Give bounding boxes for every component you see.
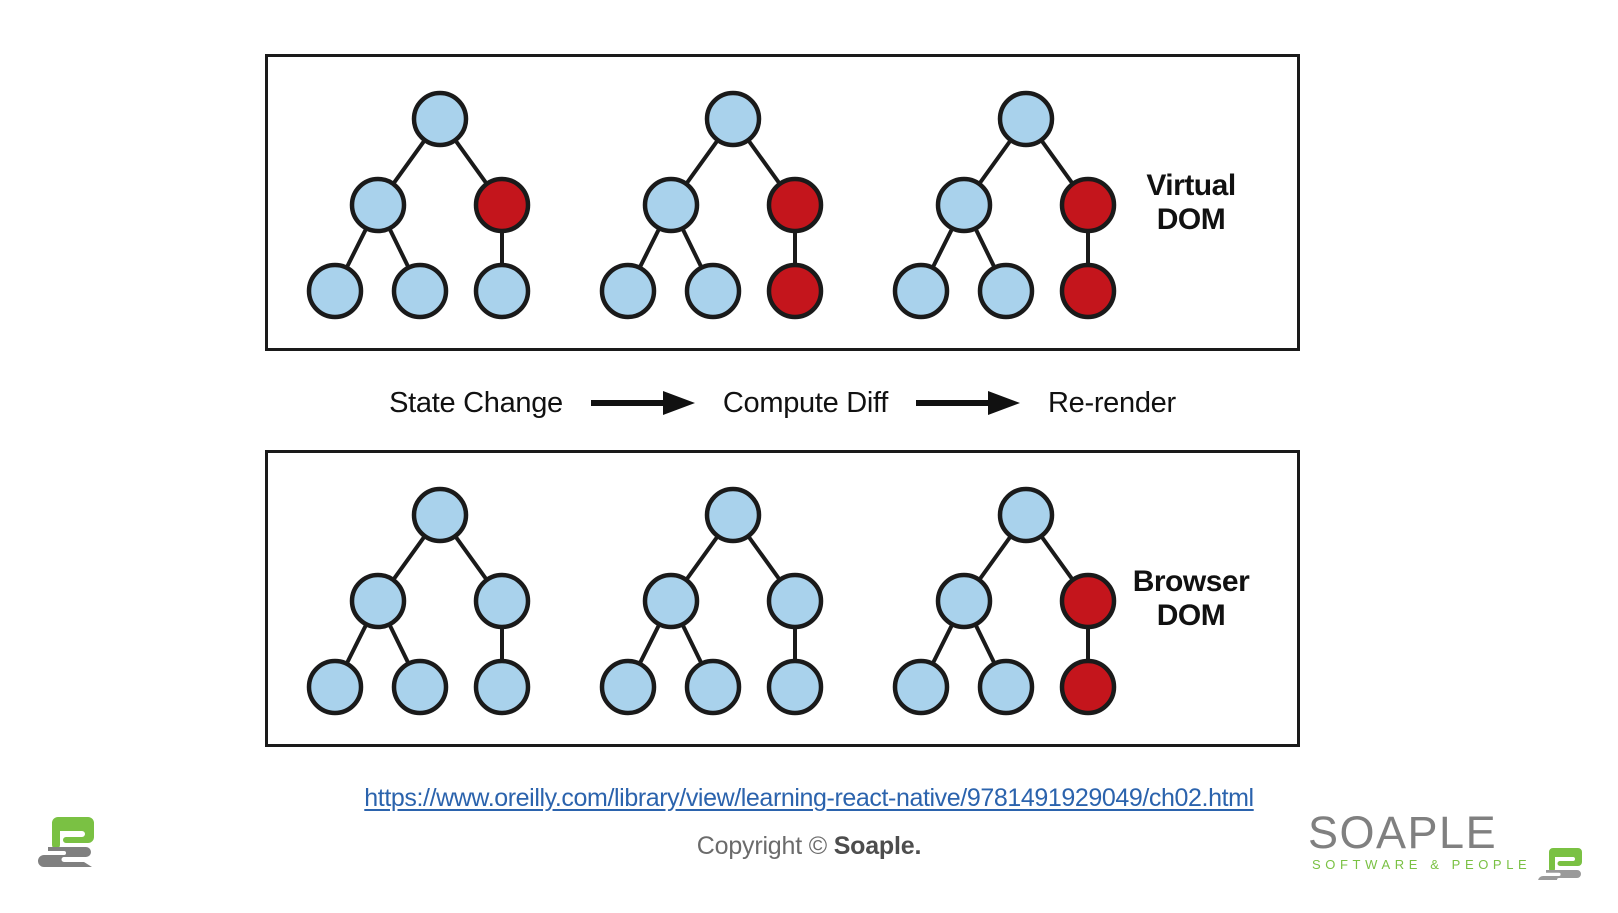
flow-row: State Change Compute Diff Re-render [265, 372, 1300, 434]
source-link[interactable]: https://www.oreilly.com/library/view/lea… [0, 784, 1618, 813]
browser-dom-label-line2: DOM [1156, 598, 1226, 632]
copyright-prefix: Copyright © [696, 832, 834, 860]
tree-compute-diff [561, 57, 854, 348]
flow-step-re-render: Re-render [1048, 386, 1176, 419]
copyright-brand: Soaple. [833, 832, 922, 860]
svg-text:SOFTWARE & PEOPLE: SOFTWARE & PEOPLE [1312, 857, 1531, 872]
svg-text:SOAPLE: SOAPLE [1308, 807, 1497, 858]
virtual-dom-label-line1: Virtual [1146, 168, 1236, 202]
soaple-wordmark-logo: SOAPLE SOFTWARE & PEOPLE [1300, 806, 1600, 880]
browser-dom-label: Browser DOM [1107, 564, 1275, 632]
browser-dom-panel: Browser DOM [265, 450, 1300, 747]
tree-browser-unchanged [561, 453, 854, 744]
tree-browser-initial [268, 453, 561, 744]
browser-dom-label-line1: Browser [1132, 564, 1250, 598]
tree-browser-updated [854, 453, 1147, 744]
copyright-line: Copyright © Soaple. [0, 832, 1618, 861]
browser-dom-tree-group [268, 453, 1148, 744]
virtual-dom-label: Virtual DOM [1107, 168, 1275, 236]
virtual-dom-panel: Virtual DOM [265, 54, 1300, 351]
flow-step-state-change: State Change [389, 386, 563, 419]
tree-state-change [268, 57, 561, 348]
tree-re-render [854, 57, 1147, 348]
virtual-dom-tree-group [268, 57, 1148, 348]
virtual-dom-label-line2: DOM [1156, 202, 1226, 236]
right-arrow-icon [589, 388, 697, 418]
right-arrow-icon [914, 388, 1022, 418]
source-link-anchor[interactable]: https://www.oreilly.com/library/view/lea… [364, 784, 1254, 812]
soaple-logo-mark-icon [38, 805, 112, 867]
flow-step-compute-diff: Compute Diff [722, 386, 888, 419]
